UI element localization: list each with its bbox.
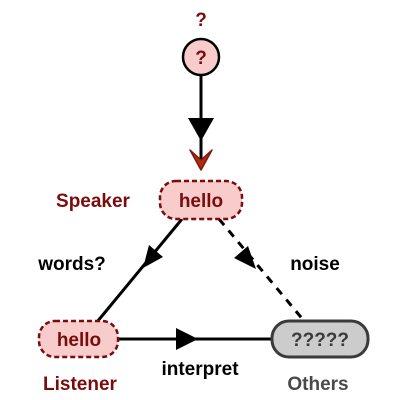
others-node-text: ????? [291, 330, 349, 351]
speaker-label: Speaker [56, 191, 131, 212]
top-node: ? [181, 37, 221, 77]
edge-label-interpret: interpret [161, 359, 239, 380]
arrowhead-speaker-listener-icon [143, 245, 163, 268]
arrowhead-down-icon [188, 118, 214, 141]
edge-speaker-to-listener [95, 218, 184, 323]
listener-node: hello [37, 319, 120, 359]
others-label: Others [287, 374, 348, 395]
listener-label: Listener [43, 374, 118, 395]
speaker-node-text: hello [179, 191, 223, 212]
speaker-node: hello [158, 179, 244, 221]
edge-label-words: words? [37, 254, 106, 275]
edge-label-noise: noise [290, 254, 340, 275]
others-node: ????? [270, 319, 370, 359]
arrowhead-speaker-others-icon [234, 246, 256, 269]
top-node-title: ? [195, 10, 207, 31]
top-node-text: ? [195, 48, 207, 69]
listener-node-text: hello [57, 330, 101, 351]
red-chevron-icon [189, 149, 213, 171]
edge-speaker-to-others [217, 218, 307, 323]
arrowhead-listener-others-icon [176, 328, 198, 350]
